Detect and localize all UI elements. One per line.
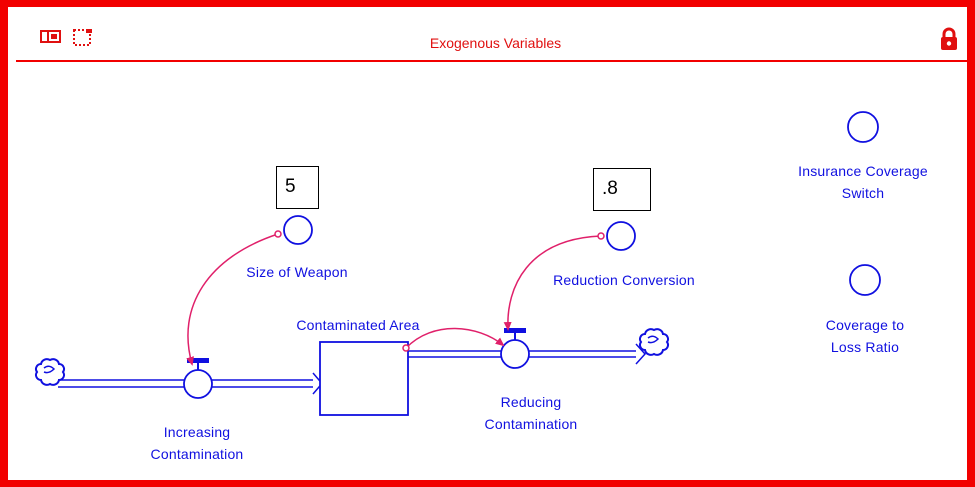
converter-insurance-coverage-switch[interactable] — [847, 111, 879, 143]
label-reduction-conversion: Reduction Conversion — [553, 272, 695, 288]
label-insurance-coverage-switch: Insurance Coverage Switch — [798, 163, 928, 201]
lock-icon[interactable] — [940, 27, 958, 56]
label-reducing-contamination: Reducing Contamination — [484, 394, 578, 432]
converter-reduction-conversion[interactable] — [606, 221, 636, 251]
value-box-size-of-weapon[interactable]: 5 — [276, 166, 319, 209]
stock-flow-diagram — [35, 111, 881, 416]
source-cloud-icon[interactable] — [35, 358, 65, 386]
flow-valve-reducing[interactable] — [500, 328, 530, 369]
connector-area-to-reducing[interactable] — [402, 327, 505, 352]
flow-valve-increasing[interactable] — [183, 358, 213, 399]
label-coverage-to-loss-ratio: Coverage to Loss Ratio — [825, 317, 905, 355]
dotted-frame-icon[interactable] — [72, 28, 94, 53]
value-box-reduction-conversion[interactable]: .8 — [593, 168, 651, 211]
connector-conversion-to-reducing[interactable] — [503, 232, 605, 331]
converter-coverage-to-loss-ratio[interactable] — [849, 264, 881, 296]
window-titlebar: Exogenous Variables — [16, 14, 975, 62]
label-increasing-contamination: Increasing Contamination — [150, 424, 244, 462]
converter-size-of-weapon[interactable] — [283, 215, 313, 245]
window-title: Exogenous Variables — [429, 35, 562, 51]
label-size-of-weapon: Size of Weapon — [246, 264, 348, 280]
overlap-windows-icon[interactable] — [40, 28, 62, 51]
sink-cloud-icon[interactable] — [639, 328, 669, 356]
connector-weapon-to-increasing[interactable] — [186, 230, 282, 366]
label-contaminated-area: Contaminated Area — [296, 317, 420, 333]
stock-contaminated-area[interactable] — [319, 341, 409, 416]
